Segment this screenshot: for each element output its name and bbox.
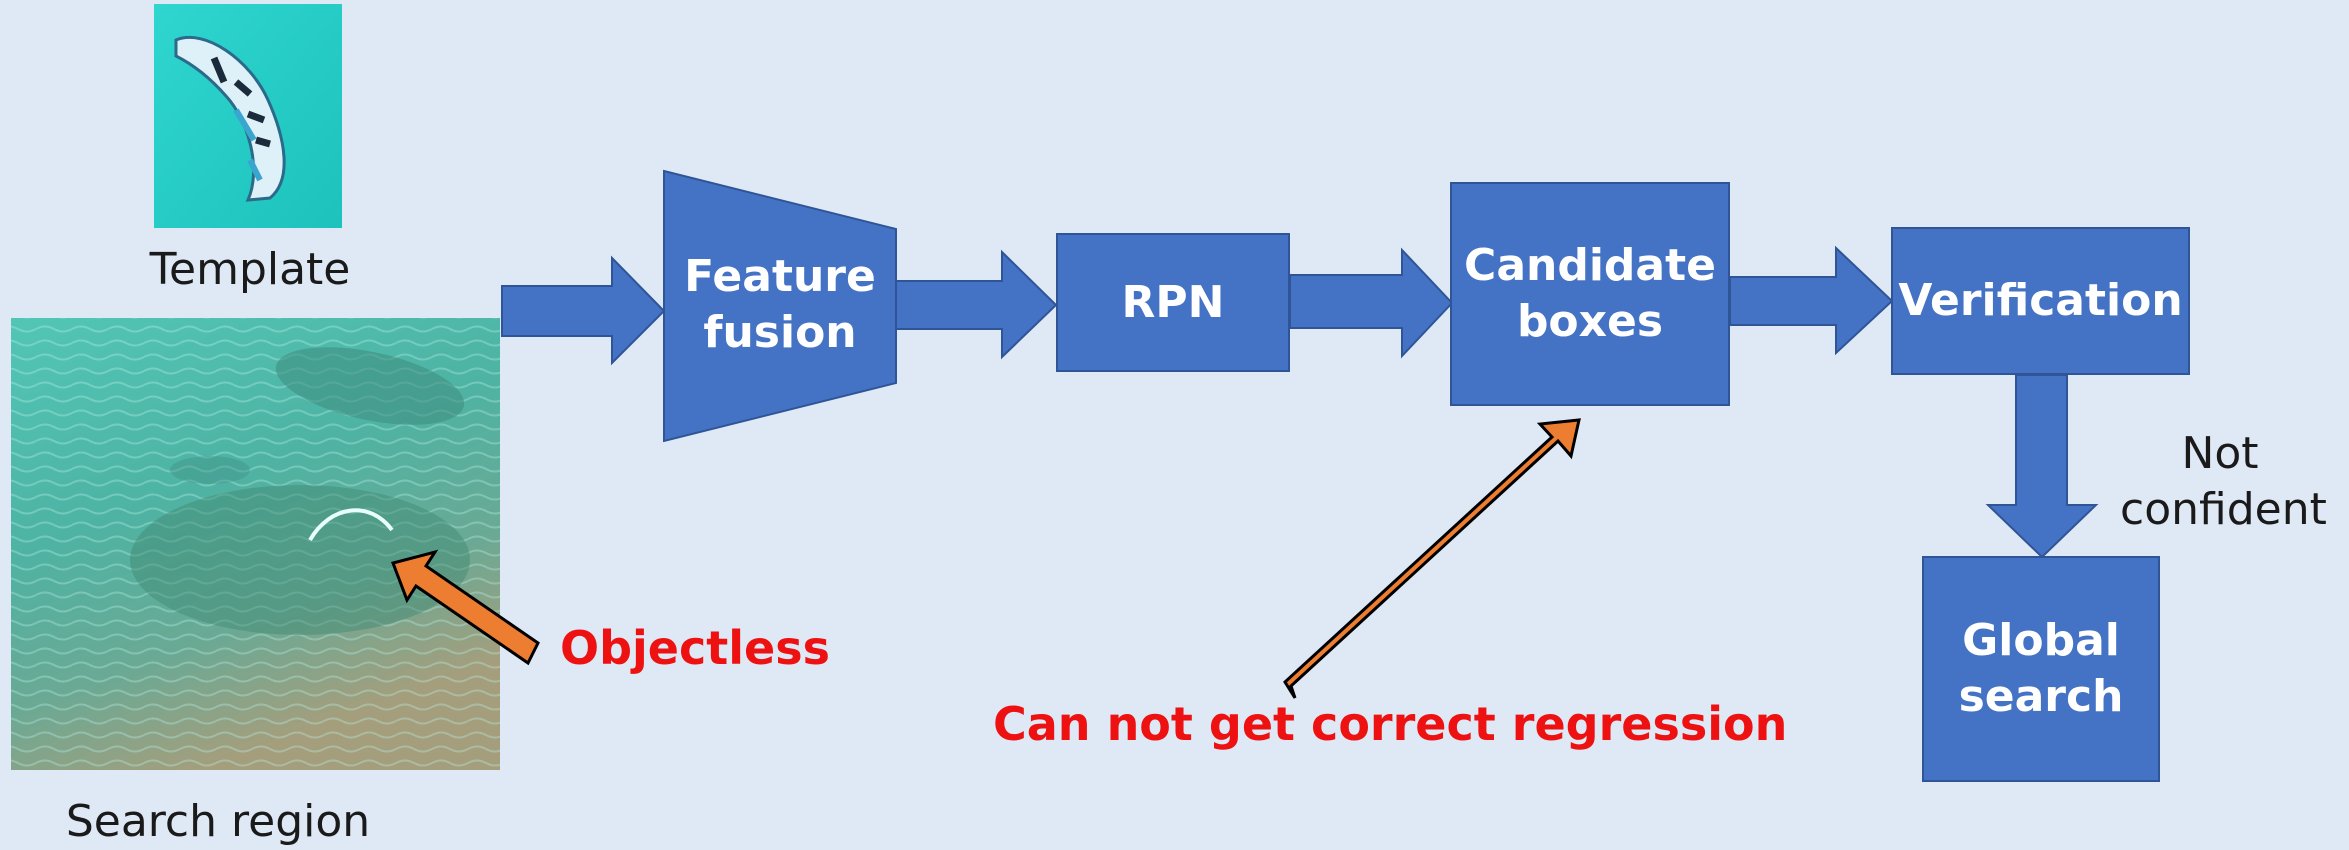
template-image — [154, 4, 342, 228]
verification-label: Verification — [1898, 275, 2183, 326]
template-label: Template — [149, 244, 351, 295]
arrow-verification-to-global — [1985, 374, 2099, 559]
rpn-label: RPN — [1121, 276, 1225, 328]
arrow-input-to-fusion — [501, 255, 666, 366]
arrow-rpn-to-candidates — [1289, 247, 1454, 359]
arrow-candidates-to-verification — [1729, 245, 1894, 356]
arrow-fusion-to-rpn — [895, 249, 1058, 360]
global-search-node — [1922, 556, 2160, 782]
global-search-label: Global search — [1958, 615, 2124, 722]
feature-fusion-node — [663, 169, 897, 443]
search-region-image — [11, 318, 500, 770]
search-region-label: Search region — [65, 796, 371, 847]
verification-node — [1891, 227, 2190, 375]
regression-arrow — [1283, 418, 1581, 699]
candidate-boxes-label: Candidate boxes — [1464, 240, 1716, 347]
objectless-arrow — [391, 549, 540, 666]
regression-annotation: Can not get correct regression — [993, 697, 1788, 751]
objectless-annotation: Objectless — [560, 621, 830, 675]
feature-fusion-label: Feature fusion — [684, 251, 876, 358]
kite-stripes — [210, 56, 271, 148]
not-confident-label: Not confident — [2120, 428, 2327, 535]
rpn-node — [1056, 233, 1290, 372]
candidate-boxes-node — [1450, 182, 1730, 406]
